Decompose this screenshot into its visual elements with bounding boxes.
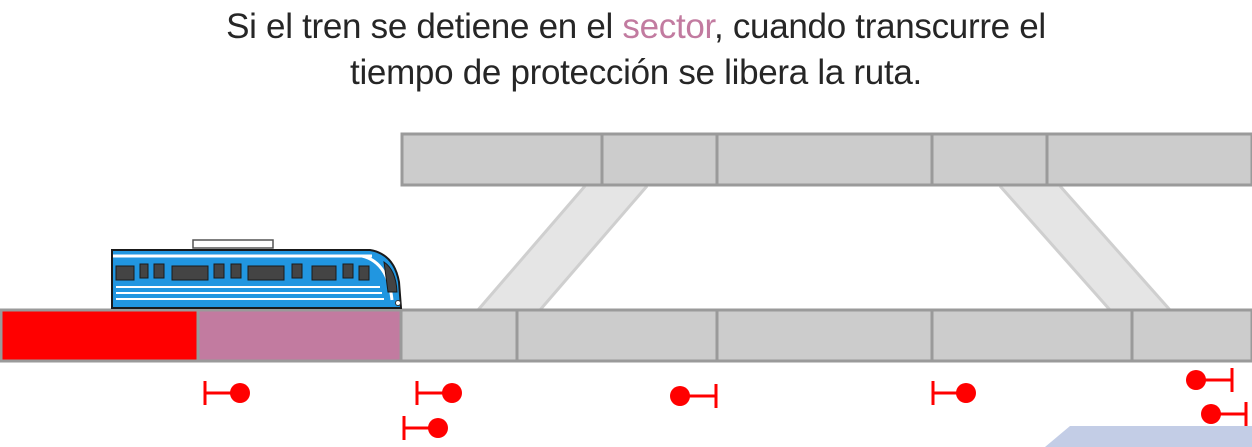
train-window-3 [153, 263, 165, 279]
crossover-edges [476, 185, 1172, 311]
train-front-window [383, 260, 398, 293]
signal-7-lamp [1201, 404, 1221, 424]
signal-3-lamp [428, 418, 448, 438]
upper-block-1 [400, 132, 604, 187]
crossover-right [1000, 186, 1170, 310]
lower-block-3 [399, 308, 519, 363]
crossover-left-edge-b [538, 185, 649, 311]
signal-1-lamp [230, 383, 250, 403]
signal-6-icon [1186, 368, 1234, 392]
train-window-11 [358, 265, 370, 281]
signal-4-lamp [670, 386, 690, 406]
caption-line-1: Si el tren se detiene en el sector, cuan… [0, 4, 1252, 50]
upper-block-3 [715, 132, 934, 187]
train-window-10 [342, 263, 354, 279]
lower-block-occupied [0, 308, 200, 363]
crossovers [478, 186, 1170, 310]
lower-block-5 [715, 308, 934, 363]
crossover-left-edge-a [476, 185, 587, 311]
crossover-right-edge-b [1058, 185, 1172, 311]
caption-line-2: tiempo de protección se libera la ruta. [350, 53, 922, 92]
signal-2-lamp [442, 383, 462, 403]
upper-block-2 [600, 132, 719, 187]
caption-text-1: Si el tren se detiene en el [226, 7, 623, 46]
signals [203, 368, 1248, 440]
train-windows [115, 260, 398, 293]
signal-4-icon [670, 384, 718, 408]
lower-track [0, 308, 1252, 363]
crossover-right-edge-a [998, 185, 1112, 311]
caption: Si el tren se detiene en el sector, cuan… [0, 4, 1252, 96]
corner-decoration [1045, 426, 1252, 447]
train-window-9 [311, 265, 337, 281]
signal-3-icon [402, 416, 448, 440]
signal-7-icon [1201, 402, 1248, 426]
upper-block-5 [1045, 132, 1252, 187]
signal-2-icon [415, 381, 462, 405]
caption-text-2: , cuando transcurre el [713, 7, 1046, 46]
train-window-4 [171, 265, 209, 281]
lower-block-7 [1130, 308, 1252, 363]
train-icon [111, 239, 403, 309]
signal-5-icon [931, 381, 976, 405]
caption-highlight-sector: sector [622, 7, 714, 46]
train-roof-unit [192, 239, 274, 249]
lower-block-protection-sector [196, 308, 403, 363]
train-window-7 [247, 265, 285, 281]
signal-5-lamp [956, 383, 976, 403]
train-window-6 [230, 263, 242, 279]
signal-6-lamp [1186, 370, 1206, 390]
train-window-1 [115, 265, 135, 281]
train-headlight [395, 300, 401, 306]
upper-track [400, 132, 1252, 187]
lower-block-4 [515, 308, 719, 363]
signal-1-icon [203, 381, 250, 405]
lower-block-6 [930, 308, 1134, 363]
train-window-8 [291, 263, 303, 279]
train-window-5 [213, 263, 225, 279]
upper-block-4 [930, 132, 1049, 187]
crossover-left [478, 186, 647, 310]
train-window-2 [139, 263, 149, 279]
train-nose-stripe [361, 254, 394, 301]
train-stripes [116, 286, 384, 300]
